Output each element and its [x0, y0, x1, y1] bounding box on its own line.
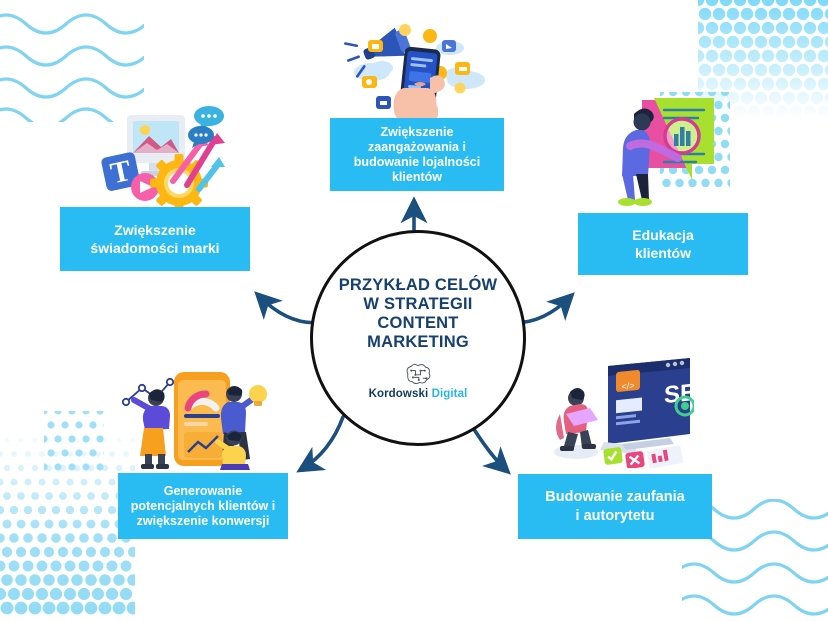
label-box-engagement[interactable]: Zwiększenie zaangażowania i budowanie lo…: [330, 118, 504, 191]
label-text-education: Edukacja klientów: [632, 227, 694, 261]
center-title: PRZYKŁAD CELÓW W STRATEGII CONTENT MARKE…: [338, 276, 498, 351]
label-box-education[interactable]: Edukacja klientów: [578, 213, 748, 275]
label-text-trust: Budowanie zaufania i autorytetu: [545, 488, 685, 524]
arrow-to-leads: [296, 415, 345, 473]
svg-text:</>: </>: [621, 380, 634, 391]
logo-name-accent: Digital: [431, 388, 468, 400]
analytics-mobile-team-illustration: [121, 372, 267, 470]
brand-awareness-illustration: T: [101, 106, 225, 208]
center-circle: PRZYKŁAD CELÓW W STRATEGII CONTENT MARKE…: [310, 230, 526, 446]
label-text-leads: Generowanie potencjalnych klientów i zwi…: [130, 483, 276, 528]
label-text-engagement: Zwiększenie zaangażowania i budowanie lo…: [353, 124, 481, 184]
label-box-awareness[interactable]: Zwiększenie świadomości marki: [60, 207, 250, 271]
label-box-trust[interactable]: Budowanie zaufania i autorytetu: [518, 474, 712, 539]
brain-circuit-icon: [406, 364, 431, 384]
svg-text:SE: SE: [664, 379, 694, 409]
seo-monitor-illustration: </> SE: [554, 358, 694, 468]
label-text-awareness: Zwiększenie świadomości marki: [90, 222, 220, 256]
social-engagement-phone-illustration: [344, 24, 485, 120]
arrow-to-trust: [468, 421, 511, 475]
logo-name-primary: Kordowski: [368, 388, 429, 400]
logo-wordmark: Kordowski Digital: [369, 388, 468, 400]
label-box-leads[interactable]: Generowanie potencjalnych klientów i zwi…: [118, 473, 288, 539]
brand-logo: Kordowski Digital: [369, 363, 468, 400]
